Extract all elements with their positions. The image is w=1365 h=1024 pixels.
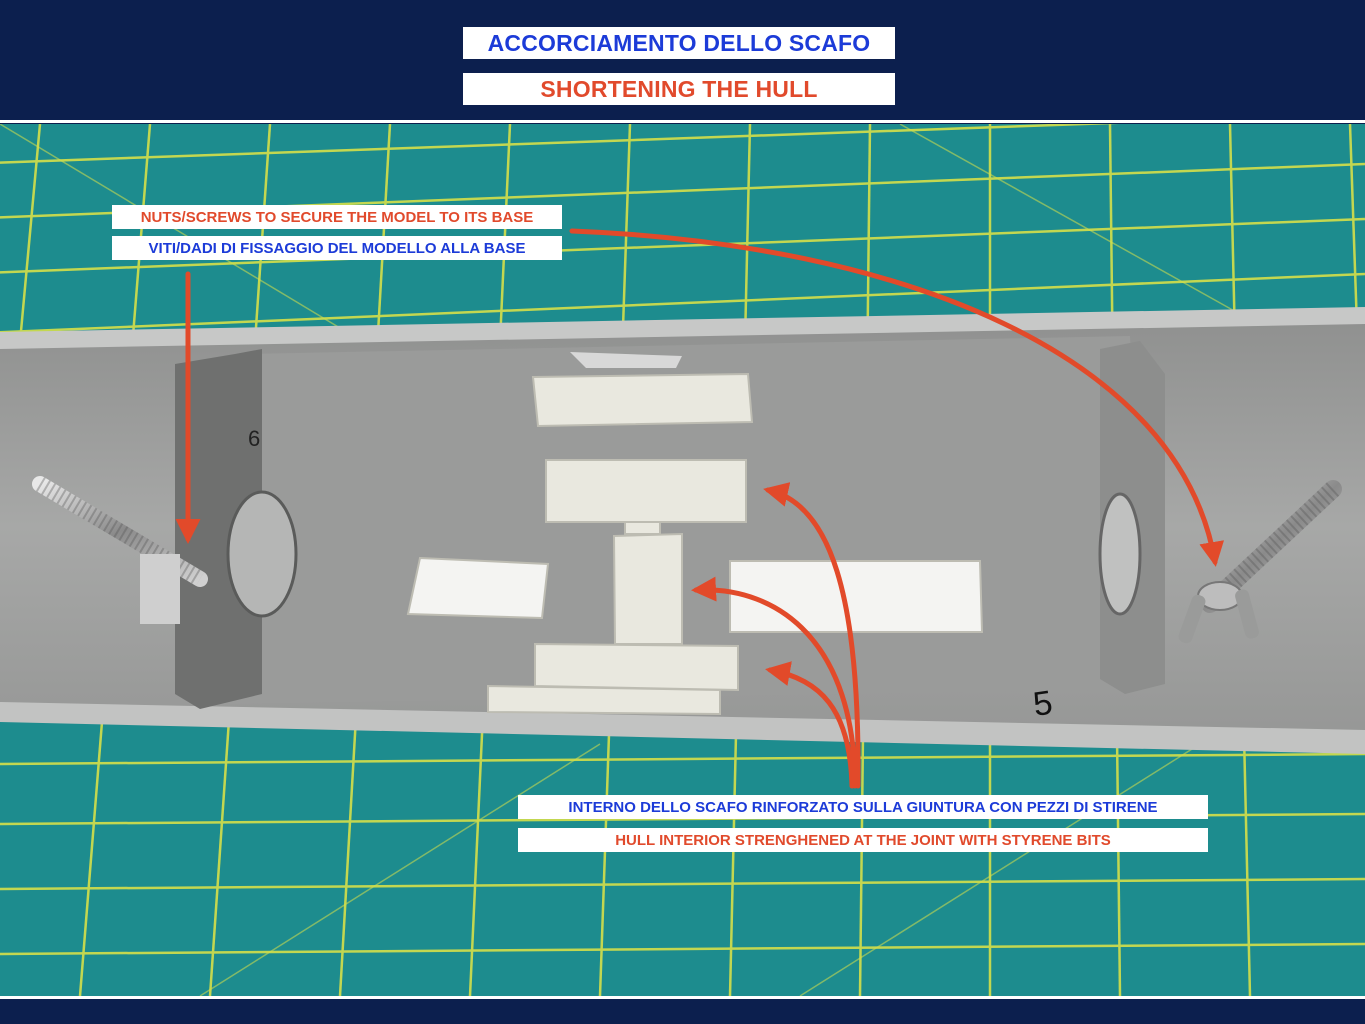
threaded-rod-left: [32, 476, 208, 624]
arrow-to-styrene-low: [765, 661, 855, 789]
styrene-bar-low-1: [534, 642, 739, 692]
footer-bar: [0, 1000, 1365, 1024]
title-italian: ACCORCIAMENTO DELLO SCAFO: [461, 25, 897, 61]
right-bulkhead-hole: [1098, 492, 1142, 616]
hull-photo: 6 5: [0, 124, 1365, 996]
styrene-sheet-left: [406, 556, 550, 620]
deck-tab: [570, 352, 682, 368]
hull-deck-edge: [0, 307, 1365, 349]
styrene-sheet-right: [729, 560, 984, 633]
styrene-joint-strip: [624, 521, 661, 535]
arrow-to-styrene-joint: [691, 576, 858, 789]
left-bulkhead: [175, 349, 262, 709]
hull-bottom-edge: [0, 702, 1365, 754]
bulkhead-mark-6: 6: [248, 426, 260, 451]
styrene-joint-plate: [612, 532, 683, 645]
label-nuts-italian: VITI/DADI DI FISSAGGIO DEL MODELLO ALLA …: [112, 236, 562, 260]
label-interior-english: HULL INTERIOR STRENGHENED AT THE JOINT W…: [518, 828, 1208, 852]
bottom-divider: [0, 996, 1365, 999]
top-divider: [0, 120, 1365, 123]
title-english: SHORTENING THE HULL: [461, 71, 897, 107]
arrow-to-right-nuts: [569, 228, 1224, 567]
left-bulkhead-hole: [226, 490, 298, 618]
threaded-rod-right: [1178, 480, 1342, 644]
arrow-to-styrene-top: [763, 482, 861, 789]
label-nuts-english: NUTS/SCREWS TO SECURE THE MODEL TO ITS B…: [112, 205, 562, 229]
label-interior-italian: INTERNO DELLO SCAFO RINFORZATO SULLA GIU…: [518, 795, 1208, 819]
styrene-bits: [406, 372, 984, 716]
header-bar: ACCORCIAMENTO DELLO SCAFO SHORTENING THE…: [0, 0, 1365, 118]
styrene-bar-top: [531, 372, 754, 428]
styrene-bar-low-2: [487, 684, 721, 716]
styrene-bar-mid: [545, 459, 747, 523]
callout-arrows: [175, 228, 1224, 789]
